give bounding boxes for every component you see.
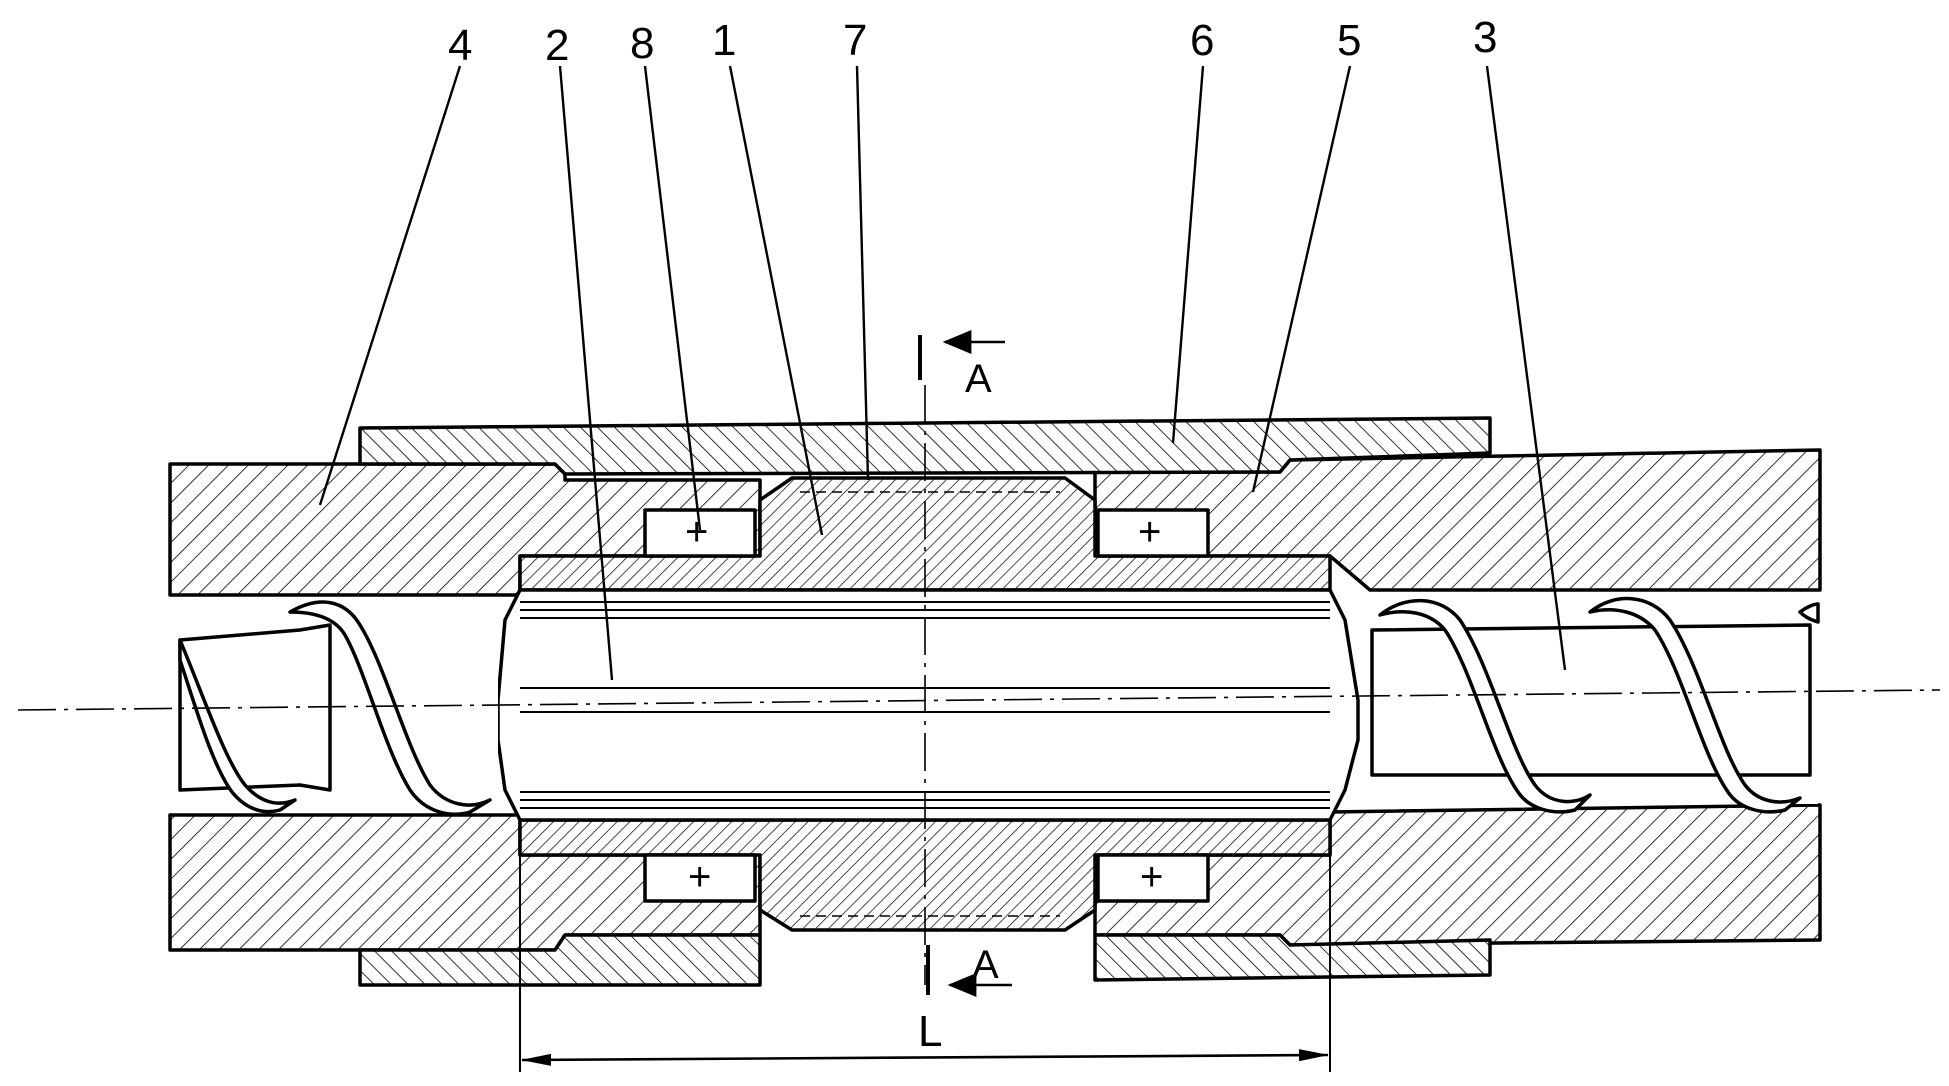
splined-shaft xyxy=(496,588,1360,822)
leader-8 xyxy=(643,65,702,531)
part-label-7: 7 xyxy=(843,16,867,65)
key-top-left xyxy=(643,508,757,558)
leader-2 xyxy=(558,65,614,681)
part-label-5: 5 xyxy=(1337,16,1361,65)
left-spring-coil-1 xyxy=(288,600,492,816)
dimension-line-L xyxy=(521,1049,1329,1066)
dimension-label-L: L xyxy=(918,1007,942,1056)
key-bottom-right xyxy=(1096,853,1210,903)
part-label-6: 6 xyxy=(1190,16,1214,65)
key-mark-1: + xyxy=(685,510,708,554)
section-label-top: A xyxy=(965,357,992,401)
part-label-2: 2 xyxy=(545,21,569,70)
leader-7 xyxy=(855,65,870,481)
section-label-bottom: A xyxy=(972,943,999,987)
leader-5 xyxy=(1251,65,1352,493)
right-spring-coil-2 xyxy=(1588,596,1802,814)
outer-sleeve-bottom-left xyxy=(358,933,762,987)
part-label-4: 4 xyxy=(448,21,472,70)
key-bottom-left xyxy=(643,853,757,903)
leader-3 xyxy=(1485,65,1567,671)
right-spring-coil-3 xyxy=(1798,602,1820,624)
part-label-3: 3 xyxy=(1473,13,1497,62)
axis-centerline xyxy=(17,689,1941,711)
key-mark-2: + xyxy=(1138,510,1161,554)
leader-4 xyxy=(318,65,462,506)
right-shaft-core xyxy=(1370,623,1812,777)
right-spring-coil-1 xyxy=(1378,598,1592,814)
key-top-right xyxy=(1096,508,1210,558)
left-spring-coil-2 xyxy=(178,638,297,814)
leader-6 xyxy=(1171,65,1205,444)
part-label-1: 1 xyxy=(712,16,736,65)
part-label-8: 8 xyxy=(630,19,654,68)
outer-sleeve-bottom-right xyxy=(1093,933,1492,982)
leader-1 xyxy=(728,65,824,536)
key-mark-4: + xyxy=(1140,855,1163,899)
key-mark-3: + xyxy=(688,855,711,899)
